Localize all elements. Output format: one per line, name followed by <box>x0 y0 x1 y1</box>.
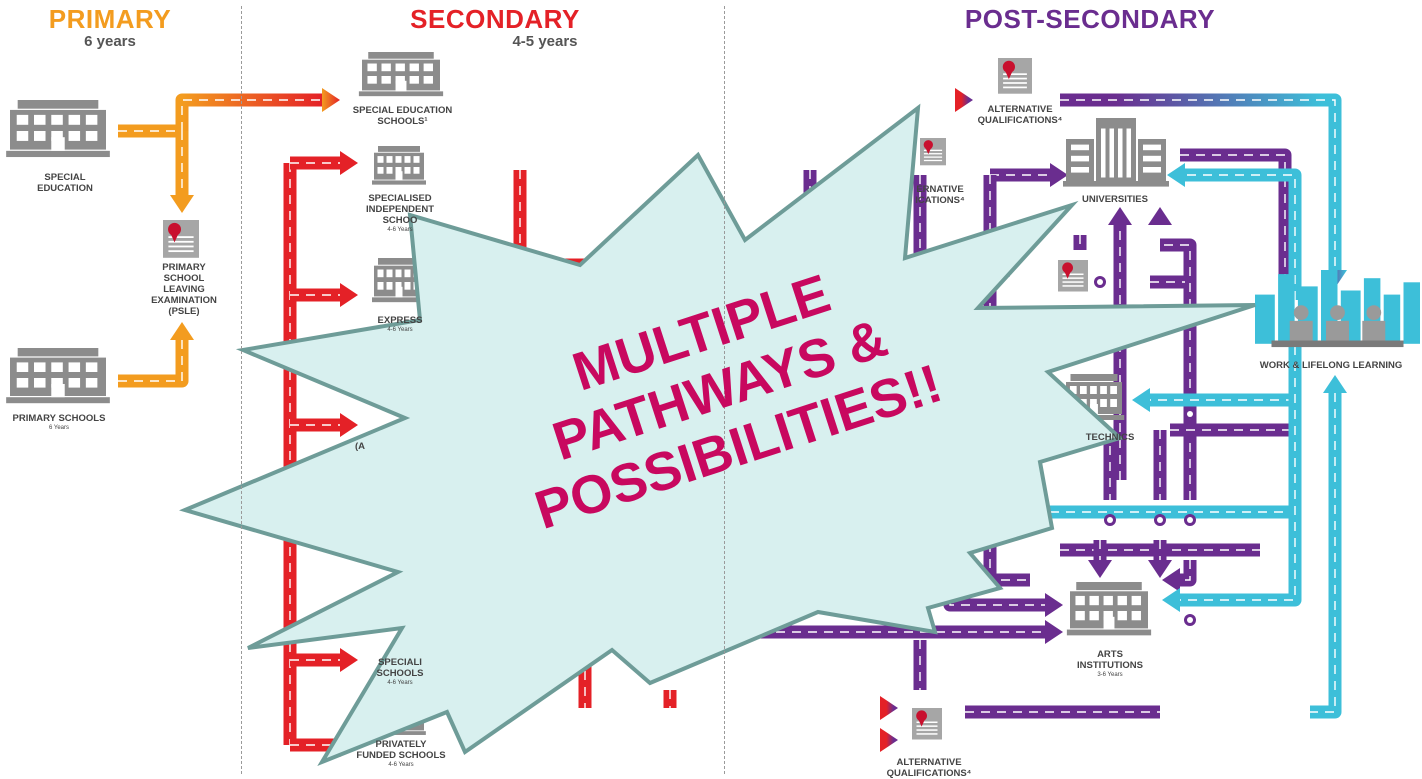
primary-title: PRIMARY <box>48 4 172 34</box>
alt-qual-bottom-label: ALTERNATIVE QUALIFICATIONS⁴ <box>886 757 972 779</box>
alt-qual-top-icon <box>998 58 1032 94</box>
starburst-icon <box>179 103 1256 767</box>
lane-private-to-altqual-arrowhead <box>880 728 898 752</box>
lane-to-arts-lower-arrowhead <box>1045 620 1063 644</box>
post-secondary-header: POST-SECONDARY <box>930 4 1250 35</box>
lane-special-to-psle-arrowhead <box>170 195 194 213</box>
primary-header: PRIMARY 6 years <box>20 4 200 50</box>
lane-to-specialised-independent <box>290 151 358 175</box>
lane-work-to-arts <box>1162 330 1302 612</box>
lane-work-bottom-loop-arrowhead <box>1323 375 1347 393</box>
lane-arts-drop-b-arrowhead <box>1148 560 1172 578</box>
lane-special-to-psle <box>118 124 194 213</box>
lane-to-normal-arrowhead <box>340 413 358 437</box>
lane-special-ed-to-altqual <box>460 88 973 112</box>
lane-work-bottom-loop <box>1310 375 1347 719</box>
special-education-school-icon <box>6 100 110 158</box>
hidden-label-a: (A <box>354 441 366 452</box>
lane-uni-up-b-arrowhead <box>1108 207 1132 225</box>
lane-arts-drop-c-arrowhead <box>1162 568 1180 592</box>
secondary-post-divider <box>724 6 725 774</box>
specialised-independent-icon <box>372 146 426 185</box>
psle-certificate-icon <box>163 220 199 258</box>
alt-qual-top-label: ALTERNATIVE QUALIFICATIONS⁴ <box>977 104 1063 126</box>
lane-to-arts-lower <box>760 620 1063 644</box>
lane-arts-drop-c <box>1162 560 1197 592</box>
lane-altqual-mid-to-uni-arrowhead <box>1050 163 1068 187</box>
lane-work-to-uni-arrowhead <box>1167 163 1185 187</box>
lane-to-specialised-independent-arrowhead <box>340 151 358 175</box>
lane-primary-to-psle <box>118 322 194 388</box>
lane-arts-drop-a <box>1088 540 1112 578</box>
lane-special-ed-to-altqual-arrowhead <box>955 88 973 112</box>
lane-altqual-mid-to-uni <box>990 163 1068 187</box>
secondary-header: SECONDARY 4-5 years <box>380 4 610 50</box>
lane-primary-to-psle-arrowhead <box>170 322 194 340</box>
node-icons <box>6 52 1420 740</box>
lane-arts-drop-b <box>1148 540 1172 578</box>
special-education-label: SPECIAL EDUCATION <box>37 172 93 194</box>
special-ed-schools-label: SPECIAL EDUCATION SCHOOLS¹ <box>352 105 453 127</box>
alt-qual-mid-icon <box>920 138 946 166</box>
lane-to-special-ed-schools <box>175 88 340 131</box>
lane-to-special-ed-schools-arrowhead <box>322 88 340 112</box>
lane-to-arts-upper-arrowhead <box>1045 593 1063 617</box>
alt-qual-bottom-icon <box>912 708 942 740</box>
lane-to-express <box>290 283 358 307</box>
special-ed-schools-icon <box>358 52 444 97</box>
polytechnics-label: TECHNICS <box>1085 432 1135 443</box>
lane-to-specialised-arrowhead <box>340 648 358 672</box>
psle-label: PRIMARY SCHOOL LEAVING EXAMINATION (PSLE… <box>151 262 217 317</box>
lane-arts-drop-a-arrowhead <box>1088 560 1112 578</box>
lane-work-to-poly <box>1132 388 1295 412</box>
post-secondary-title: POST-SECONDARY <box>964 4 1216 34</box>
primary-duration: 6 years <box>84 33 136 50</box>
alt-qual-mid-label: ERNATIVE ICATIONS⁴ <box>915 184 965 206</box>
primary-secondary-divider <box>241 6 242 774</box>
lane-specialised-to-altqual <box>585 696 898 720</box>
arts-institutions-icon <box>1066 582 1152 636</box>
secondary-title: SECONDARY <box>410 4 580 34</box>
lane-private-to-altqual <box>440 728 898 752</box>
lane-to-normal <box>290 413 358 437</box>
lane-uni-up-c-arrowhead <box>1148 207 1172 225</box>
work-lifelong-icon <box>1255 270 1420 348</box>
lane-work-to-poly-arrowhead <box>1132 388 1150 412</box>
secondary-duration: 4-5 years <box>512 33 578 50</box>
primary-schools-icon <box>6 348 110 404</box>
lane-work-to-uni <box>1167 163 1302 300</box>
universities-icon <box>1063 118 1169 187</box>
lane-to-specialised <box>290 648 358 672</box>
lane-to-express-arrowhead <box>340 283 358 307</box>
lane-specialised-to-altqual-arrowhead <box>880 696 898 720</box>
work-lifelong-label: WORK & LIFELONG LEARNING <box>1259 360 1403 371</box>
lane-uni-top-loop <box>1180 148 1292 300</box>
universities-label: UNIVERSITIES <box>1082 194 1148 205</box>
lane-work-to-arts-arrowhead <box>1162 588 1180 612</box>
alt-qual-uni-icon <box>1058 260 1088 292</box>
